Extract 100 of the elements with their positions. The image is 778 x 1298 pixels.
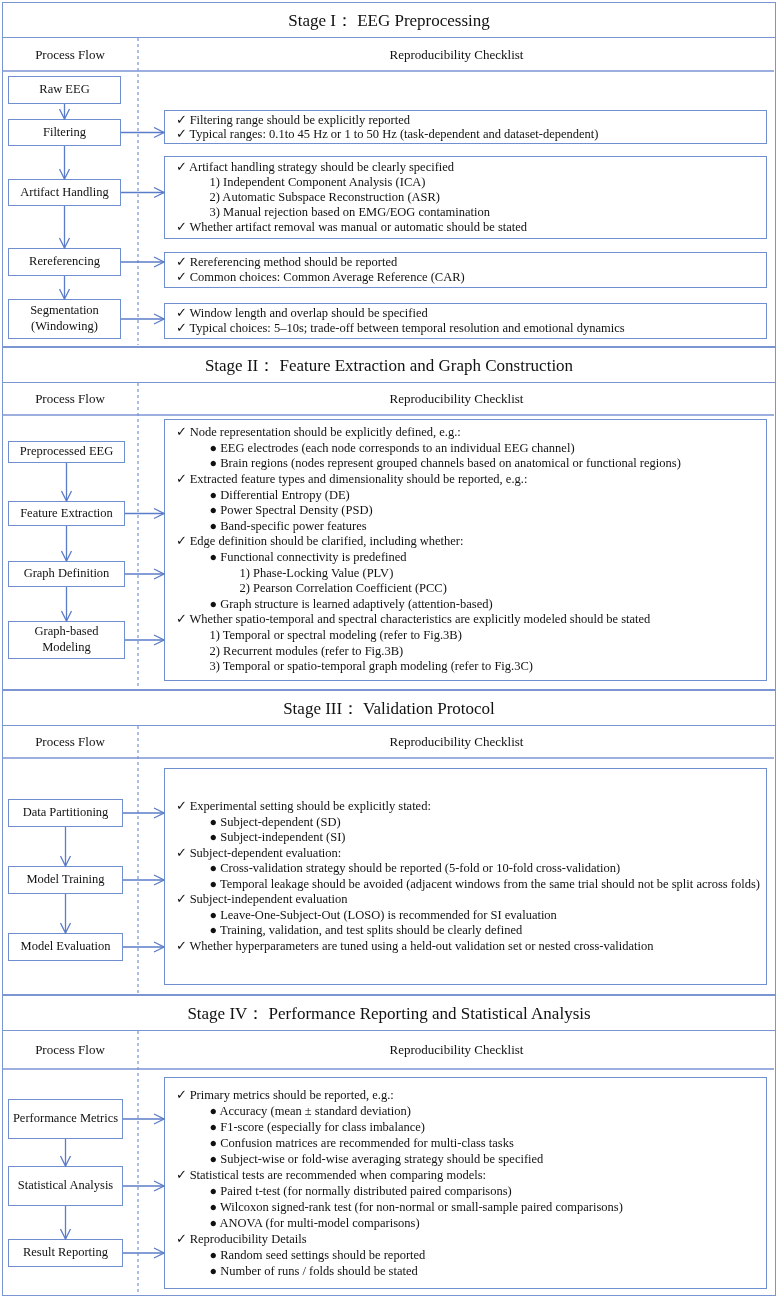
checklist-item: ✓ Artifact handling strategy should be clearly specified (174, 160, 456, 175)
arrow (122, 1247, 165, 1259)
process-box: Data Partitioning (8, 799, 123, 827)
checklist-item: ● Subject-dependent (SD) (208, 814, 342, 830)
column-header: Process Flow (35, 46, 105, 63)
checklist-item: ✓ Filtering range should be explicitly reported (174, 113, 412, 127)
checklist-item: ✓ Node representation should be explicitly defined, e.g.: (174, 425, 462, 441)
checklist-item: 1) Independent Component Analysis (ICA) (208, 175, 427, 190)
checklist-item: 2) Pearson Correlation Coefficient (PCC) (238, 581, 448, 597)
process-box: Model Training (8, 866, 123, 894)
checklist-item: ● Confusion matrices are recommended for multi-class tasks (208, 1135, 515, 1151)
checklist-item: ● Accuracy (mean ± standard deviation) (208, 1103, 412, 1119)
checklist-item: ● Training, validation, and test splits should be clearly defined (208, 923, 524, 939)
checklist-item: ✓ Extracted feature types and dimensionality should be reported, e.g.: (174, 472, 529, 488)
checklist-item: ✓ Typical choices: 5–10s; trade-off between temporal resolution and emotional dynamics (174, 321, 626, 336)
checklist-item: 1) Phase-Locking Value (PLV) (238, 565, 395, 582)
arrow (122, 1180, 165, 1192)
stage-panel (2, 347, 776, 690)
checklist-item: 1) Temporal or spectral modeling (refer to Fig.3B) (208, 627, 463, 644)
checklist-item: 3) Manual rejection based on EMG/EOG contamination (208, 205, 491, 220)
checklist-item: ✓ Statistical tests are recommended when comparing models: (174, 1167, 488, 1183)
checklist-box (164, 768, 767, 985)
checklist-item: ● Brain regions (nodes represent grouped channels based on anatomical or functional regions) (208, 456, 682, 473)
arrow (120, 186, 165, 199)
arrow (120, 126, 165, 139)
process-box: Graph Definition (8, 561, 125, 587)
checklist-item: ✓ Whether hyperparameters are tuned using a held-out validation set or nested cross-validation (174, 938, 655, 954)
checklist-box (164, 419, 767, 681)
column-header: Process Flow (35, 734, 105, 750)
arrow (59, 1205, 72, 1240)
checklist-item: ✓ Reproducibility Details (174, 1231, 308, 1247)
checklist-item: ✓ Whether artifact removal was manual or automatic should be stated (174, 220, 529, 235)
checklist-item: ● EEG electrodes (each node corresponds to an individual EEG channel) (208, 440, 576, 457)
arrow (58, 145, 71, 180)
checklist-box (164, 252, 767, 288)
arrow (60, 525, 73, 562)
checklist-item: ● Temporal leakage should be avoided (adjacent windows from the same trial should not be split across folds) (208, 876, 760, 892)
arrow (58, 205, 71, 249)
arrow (59, 893, 72, 934)
stage-panel (2, 995, 776, 1296)
checklist-item: ✓ Subject-independent evaluation (174, 892, 349, 908)
checklist-item: ● Subject-independent (SI) (208, 830, 347, 846)
arrow (122, 874, 165, 886)
process-box: Preprocessed EEG (8, 441, 125, 463)
column-header: Reproducibility Checklist (389, 46, 524, 63)
arrow (122, 807, 165, 819)
column-header: Reproducibility Checklist (389, 1042, 524, 1058)
stage-title: Stage III： Validation Protocol (283, 697, 495, 720)
column-header: Reproducibility Checklist (389, 734, 524, 750)
process-box: Performance Metrics (8, 1099, 123, 1139)
process-box: Feature Extraction (8, 501, 125, 526)
checklist-item: ● Wilcoxon signed-rank test (for non-normal or small-sample paired comparisons) (208, 1199, 624, 1215)
arrow (58, 275, 71, 300)
checklist-item: 2) Automatic Subspace Reconstruction (ASR) (208, 190, 442, 205)
checklist-item: ● Number of runs / folds should be stated (208, 1263, 419, 1279)
arrow (122, 1113, 165, 1125)
checklist-item: ● Functional connectivity is predefined (208, 550, 408, 566)
checklist-item: ● Power Spectral Density (PSD) (208, 503, 374, 519)
arrow (58, 103, 71, 120)
column-header: Reproducibility Checklist (389, 391, 524, 407)
checklist-item: ● Subject-wise or fold-wise averaging strategy should be specified (208, 1151, 545, 1167)
checklist-item: ● ANOVA (for multi-model comparisons) (208, 1215, 421, 1231)
process-box: Artifact Handling (8, 179, 121, 206)
checklist-item: ✓ Common choices: Common Average Reference (CAR) (174, 270, 466, 285)
checklist-item: ● F1-score (especially for class imbalance) (208, 1119, 426, 1135)
arrow (122, 941, 165, 953)
checklist-item: ● Band-specific power features (208, 518, 368, 535)
process-box: Raw EEG (8, 76, 121, 104)
stage-title: Stage II： Feature Extraction and Graph Construction (204, 354, 574, 377)
checklist-item: 2) Recurrent modules (refer to Fig.3B) (208, 643, 405, 660)
process-box: Filtering (8, 119, 121, 146)
process-box: Segmentation (Windowing) (8, 299, 121, 339)
process-box: Result Reporting (8, 1239, 123, 1267)
checklist-item: ✓ Rereferencing method should be reported (174, 255, 399, 270)
column-header: Process Flow (35, 391, 105, 407)
checklist-item: ● Random seed settings should be reported (208, 1247, 427, 1263)
checklist-item: ✓ Typical ranges: 0.1to 45 Hz or 1 to 50 Hz (task-dependent and dataset-dependent) (174, 127, 600, 141)
checklist-item: ✓ Whether spatio-temporal and spectral characteristics are explicitly modeled should be stated (174, 612, 652, 628)
stage-panel (2, 2, 776, 347)
arrow (59, 1138, 72, 1167)
checklist-item: ● Differential Entropy (DE) (208, 487, 351, 504)
column-header: Process Flow (35, 1042, 105, 1058)
checklist-item: ● Graph structure is learned adaptively (attention-based) (208, 596, 494, 613)
checklist-box (164, 110, 767, 144)
checklist-item: ✓ Experimental setting should be explicitly stated: (174, 799, 432, 815)
checklist-item: ✓ Window length and overlap should be specified (174, 306, 429, 321)
arrow (124, 507, 165, 520)
checklist-box (164, 303, 767, 339)
arrow (124, 634, 165, 646)
checklist-item: ● Paired t-test (for normally distributed paired comparisons) (208, 1183, 513, 1199)
stage-title: Stage IV： Performance Reporting and Statistical Analysis (187, 1002, 591, 1025)
arrow (120, 256, 165, 268)
checklist-box (164, 156, 767, 239)
checklist-box (164, 1077, 767, 1289)
arrow (120, 313, 165, 325)
arrow (59, 826, 72, 867)
checklist-item: ✓ Primary metrics should be reported, e.g.: (174, 1087, 395, 1103)
checklist-item: ● Cross-validation strategy should be reported (5-fold or 10-fold cross-validation) (208, 861, 622, 877)
process-box: Model Evaluation (8, 933, 123, 961)
arrow (60, 586, 73, 622)
